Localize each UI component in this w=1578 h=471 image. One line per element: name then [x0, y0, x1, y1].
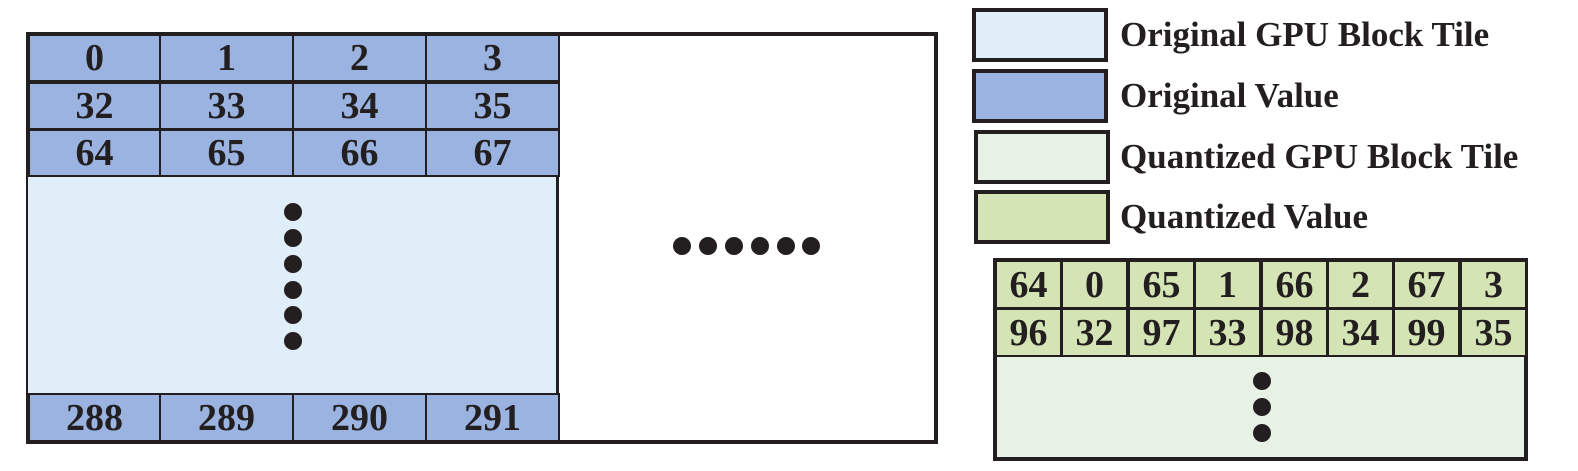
quantized-value-cell: 99 — [1393, 308, 1460, 357]
original-value-cell: 64 — [28, 129, 161, 177]
original-value-cell: 290 — [292, 393, 427, 442]
quantized-value-cell: 96 — [995, 308, 1062, 357]
ellipsis-dot — [699, 237, 717, 255]
original-value-cell: 32 — [28, 82, 161, 130]
original-value-cell: 288 — [28, 393, 161, 442]
quantized-value-cell: 0 — [1061, 260, 1128, 309]
quantized-value-cell: 1 — [1194, 260, 1261, 309]
ellipsis-dot — [284, 203, 302, 221]
original-value-cell: 1 — [159, 34, 294, 82]
quantized-value-cell: 66 — [1261, 260, 1328, 309]
original-value-cell: 34 — [292, 82, 427, 130]
ellipsis-dot — [725, 237, 743, 255]
legend-swatch-quantized-tile — [974, 130, 1110, 184]
ellipsis-dot — [673, 237, 691, 255]
ellipsis-dot — [802, 237, 820, 255]
legend-label-original-tile: Original GPU Block Tile — [1120, 15, 1490, 54]
original-value-cell: 0 — [28, 34, 161, 82]
quantized-value-cell: 32 — [1061, 308, 1128, 357]
ellipsis-dot — [284, 306, 302, 324]
ellipsis-dot — [1253, 372, 1271, 390]
ellipsis-dot — [1253, 398, 1271, 416]
quantized-value-cell: 67 — [1393, 260, 1460, 309]
ellipsis-dot — [284, 255, 302, 273]
quantized-value-cell: 64 — [995, 260, 1062, 309]
quantized-value-cell: 33 — [1194, 308, 1261, 357]
legend-label-quantized-tile: Quantized GPU Block Tile — [1120, 137, 1519, 176]
ellipsis-dot — [751, 237, 769, 255]
ellipsis-dot — [284, 332, 302, 350]
quantized-value-cell: 65 — [1128, 260, 1195, 309]
ellipsis-dot — [284, 281, 302, 299]
original-value-cell: 65 — [159, 129, 294, 177]
ellipsis-dot — [284, 229, 302, 247]
original-value-cell: 3 — [425, 34, 560, 82]
original-value-cell: 67 — [425, 129, 560, 177]
quantized-value-cell: 98 — [1261, 308, 1328, 357]
legend-label-quantized-value: Quantized Value — [1120, 197, 1368, 236]
quantized-value-cell: 2 — [1327, 260, 1394, 309]
original-value-cell: 66 — [292, 129, 427, 177]
ellipsis-dot — [777, 237, 795, 255]
quantized-value-cell: 35 — [1460, 308, 1527, 357]
quantized-value-cell: 3 — [1460, 260, 1527, 309]
original-value-cell: 2 — [292, 34, 427, 82]
ellipsis-dot — [1253, 424, 1271, 442]
original-value-cell: 35 — [425, 82, 560, 130]
legend-label-original-value: Original Value — [1120, 76, 1339, 115]
original-value-cell: 291 — [425, 393, 560, 442]
original-value-cell: 289 — [159, 393, 294, 442]
quantized-value-cell: 97 — [1128, 308, 1195, 357]
legend-swatch-original-value — [972, 69, 1108, 123]
legend-swatch-quantized-value — [974, 190, 1110, 244]
legend-swatch-original-tile — [972, 8, 1108, 62]
quantized-value-cell: 34 — [1327, 308, 1394, 357]
original-value-cell: 33 — [159, 82, 294, 130]
